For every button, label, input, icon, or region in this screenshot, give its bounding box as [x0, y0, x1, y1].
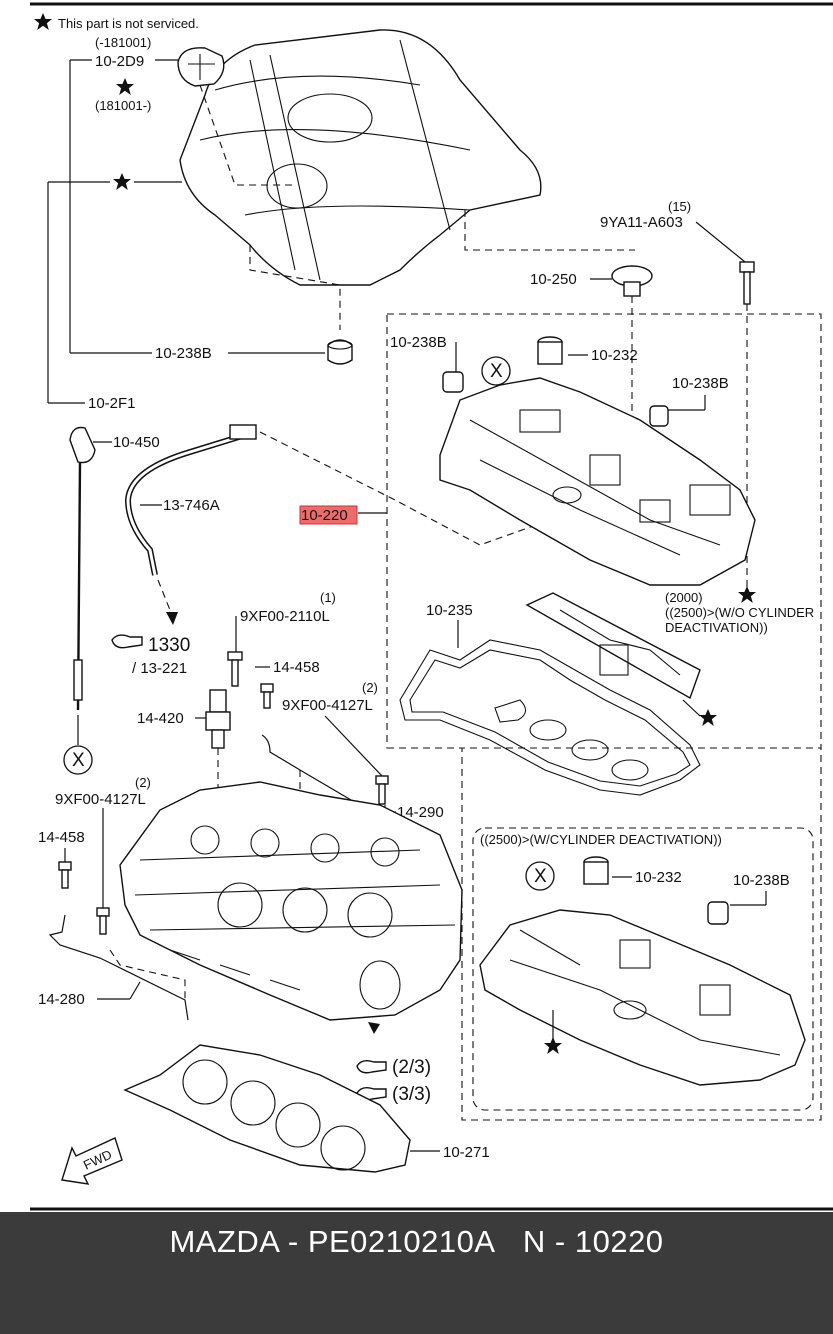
harness-14-290-label: 14-290: [397, 804, 444, 821]
svg-text:X: X: [490, 361, 503, 382]
cylinder-head-cover-with-deactivation[interactable]: [479, 909, 806, 1086]
svg-text:X: X: [72, 750, 85, 771]
note-deactivation: DEACTIVATION)): [665, 620, 768, 635]
gasket-10-271-label: 10-271: [443, 1144, 490, 1161]
footer-separator: -: [287, 1224, 299, 1259]
cover-date-after: (181001-): [95, 98, 151, 113]
head-gasket-10-271[interactable]: [123, 1044, 411, 1173]
ref-3-3[interactable]: (3/3): [356, 1084, 431, 1105]
cylinder-head[interactable]: [119, 781, 463, 1021]
dipstick-10-450[interactable]: [69, 426, 96, 711]
rocker-238b-label-b: 10-238B: [672, 375, 729, 392]
footer-part-info: MAZDA - PE0210210A N - 10220: [0, 1224, 833, 1260]
svg-text:1330: 1330: [148, 635, 190, 656]
pointing-hand-icon: [356, 1059, 387, 1074]
ref-1330[interactable]: 1330 / 13-221: [111, 634, 190, 677]
bolt-qty-1: (1): [320, 590, 336, 605]
ocv-14-420-label: 14-420: [137, 710, 184, 727]
inset-cylinder-deactivation-box: [472, 827, 814, 1111]
hose-label: 13-746A: [163, 497, 220, 514]
sensor-14-458-b[interactable]: [58, 861, 72, 889]
cap-10-250-label: 10-250: [530, 271, 577, 288]
seal-10-232-b[interactable]: [583, 856, 609, 885]
bolt-9xf00-2110l-label: 9XF00-2110L: [240, 608, 330, 625]
ref-2-3[interactable]: (2/3): [356, 1057, 431, 1078]
sensor-14-458-a[interactable]: [260, 683, 274, 709]
note-text: This part is not serviced.: [58, 16, 199, 31]
svg-text:/ 13-221: / 13-221: [132, 660, 187, 677]
star-icon: [116, 78, 134, 95]
fwd-arrow-icon: FWD: [61, 1137, 123, 1185]
bolt-qty-2b: (2): [135, 775, 151, 790]
grommet-10-238b-a[interactable]: [442, 371, 464, 393]
parts-diagram: This part is not serviced. (-181001) 10-…: [30, 2, 833, 1211]
head-cover-gasket-10-235[interactable]: [399, 639, 701, 796]
oil-control-valve-14-420[interactable]: [205, 689, 231, 749]
svg-text:X: X: [534, 866, 547, 887]
grommet-10-238b-c[interactable]: [707, 901, 729, 925]
circle-x-marker: X: [525, 861, 555, 891]
cover-part-label: 10-2D9: [95, 53, 144, 70]
selected-part-label: 10-220: [301, 507, 348, 524]
star-icon: [738, 586, 756, 603]
engine-cover[interactable]: [179, 29, 542, 286]
cover-2f1-label: 10-2F1: [88, 395, 136, 412]
harness-14-280[interactable]: [48, 914, 189, 1021]
note-2000: (2000): [665, 590, 703, 605]
footer-part-number: PE0210210A: [307, 1224, 496, 1259]
cylinder-head-cover-10-220[interactable]: [439, 377, 756, 586]
bolt-9xf00-4127l-a[interactable]: [375, 775, 389, 805]
cylinder-head-cover-group-box: [386, 313, 822, 749]
footer-brand: MAZDA: [169, 1224, 279, 1259]
footer-bar: [0, 1212, 833, 1334]
star-icon: [34, 13, 52, 30]
sensor-14-458-label-b: 14-458: [38, 829, 85, 846]
footer-code: 10220: [574, 1224, 664, 1259]
cover-date-before: (-181001): [95, 35, 151, 50]
sensor-14-458-label-a: 14-458: [273, 659, 320, 676]
bolt-9ya11-a603[interactable]: [739, 261, 755, 305]
bolt-9xf00-4127l-label-b: 9XF00-4127L: [55, 791, 146, 808]
svg-text:(3/3): (3/3): [392, 1084, 431, 1105]
rocker-238b-label-a: 10-238B: [390, 334, 447, 351]
rocker-238b-label-c: 10-238B: [733, 872, 790, 889]
circle-x-marker: X: [63, 745, 93, 775]
footer-code-prefix: N: [522, 1224, 546, 1259]
cover-insert-2d9[interactable]: [177, 47, 225, 87]
bolt-9xf00-2110l[interactable]: [227, 651, 243, 687]
footer-separator: -: [554, 1224, 566, 1259]
bolt-9xf00-4127l-label-a: 9XF00-4127L: [282, 697, 373, 714]
pointing-hand-icon: [111, 634, 143, 649]
bolt-9ya11-label: 9YA11-A603: [600, 214, 683, 231]
seal-10-232-a[interactable]: [537, 336, 563, 365]
hose-13-746a[interactable]: [124, 424, 257, 576]
seal-10-232-label-b: 10-232: [635, 869, 682, 886]
seal-10-232-label-a: 10-232: [591, 347, 638, 364]
star-icon: [113, 173, 131, 190]
oil-filler-cap-10-250[interactable]: [611, 265, 653, 297]
harness-14-290[interactable]: [261, 734, 386, 821]
dipstick-label: 10-450: [113, 434, 160, 451]
inset-title: ((2500)>(W/CYLINDER DEACTIVATION)): [480, 832, 722, 847]
star-icon: [699, 709, 717, 726]
insulator-238b-label: 10-238B: [155, 345, 212, 362]
bolt-qty-2a: (2): [362, 680, 378, 695]
bolt-9xf00-4127l-b[interactable]: [96, 907, 110, 935]
baffle-plate[interactable]: [525, 592, 701, 700]
not-serviced-note: This part is not serviced.: [34, 13, 199, 31]
selected-part-highlight: [299, 505, 358, 525]
harness-14-280-label: 14-280: [38, 991, 85, 1008]
bolt-qty-15: (15): [668, 199, 691, 214]
star-icon: [544, 1037, 562, 1054]
insulator-grommet-238b[interactable]: [327, 339, 353, 365]
gasket-10-235-label: 10-235: [426, 602, 473, 619]
svg-text:(2/3): (2/3): [392, 1057, 431, 1078]
grommet-10-238b-b[interactable]: [649, 405, 669, 427]
note-2500-wo: ((2500)>(W/O CYLINDER: [665, 605, 814, 620]
circle-x-marker: X: [481, 356, 511, 386]
